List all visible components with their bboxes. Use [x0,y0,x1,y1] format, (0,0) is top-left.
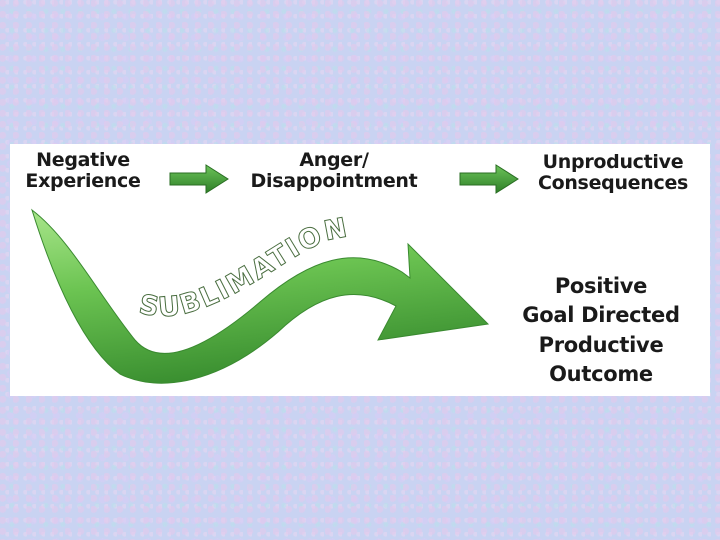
outcome-line: Productive [496,331,706,360]
outcome-line: Positive [496,272,706,301]
outcome-line: Goal Directed [496,301,706,330]
outcome-line: Outcome [496,360,706,389]
positive-outcome-text: Positive Goal Directed Productive Outcom… [496,272,706,390]
swoosh-shape [32,210,488,383]
sublimation-diagram: Negative Experience Anger/ Disappointmen… [10,144,710,396]
